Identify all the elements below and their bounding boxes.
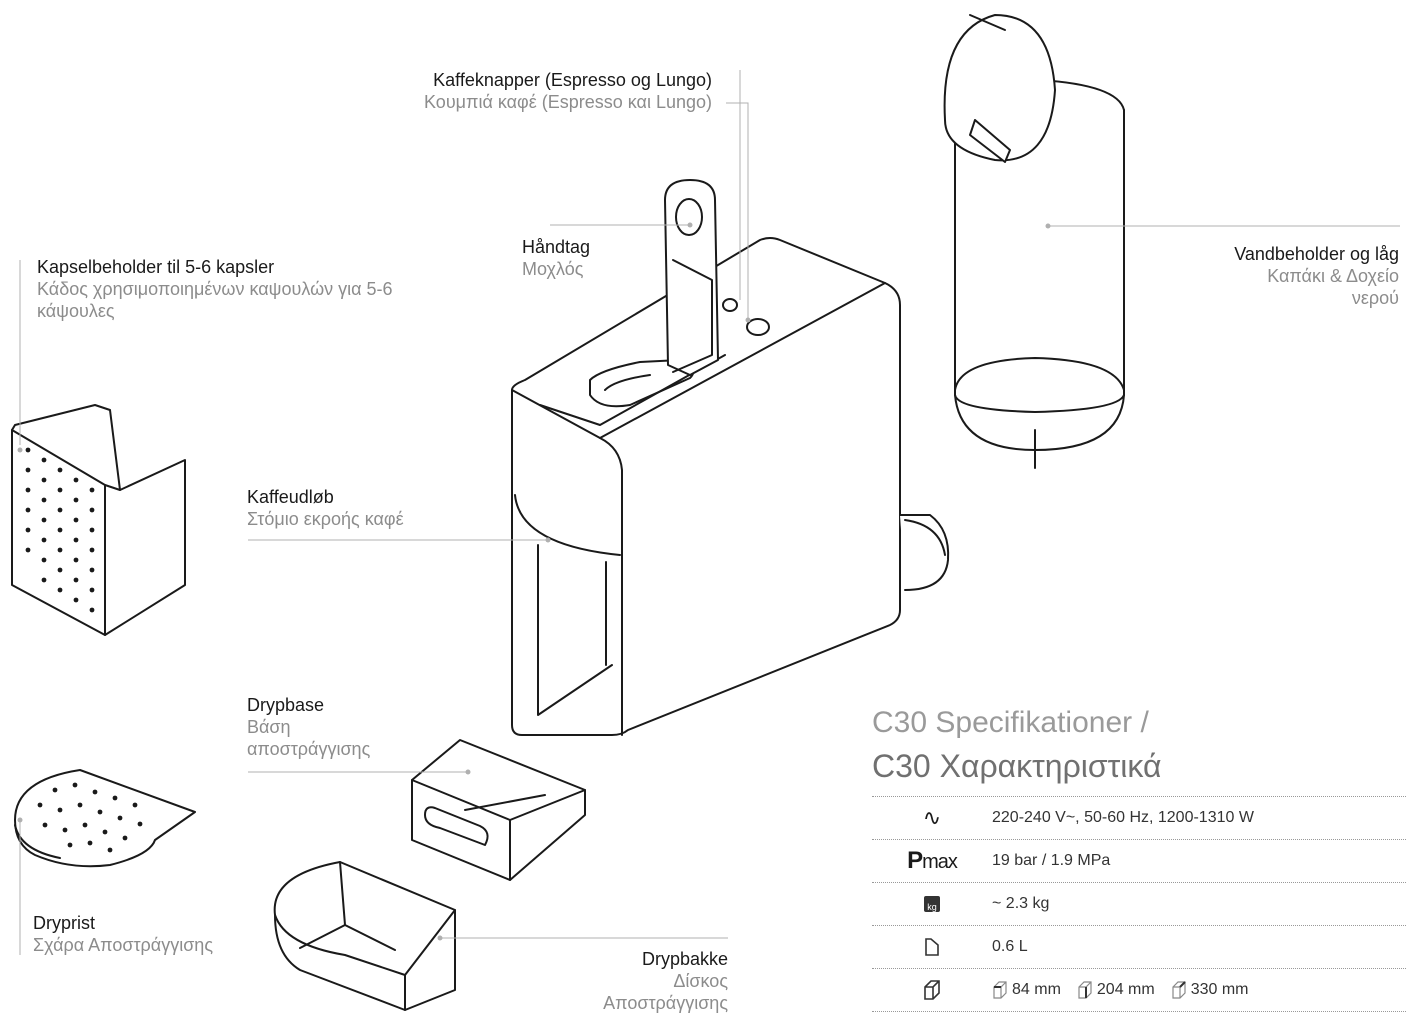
label-main: Dryprist xyxy=(33,913,95,933)
alternating-current-icon: ∿ xyxy=(922,805,942,830)
spec-row-capacity: 0.6 L xyxy=(872,925,1406,968)
water-tank-icon xyxy=(872,938,992,956)
label-sub: Δίσκος Αποστράγγισης xyxy=(603,971,728,1013)
spec-value: ~ 2.3 kg xyxy=(992,895,1050,912)
pressure-symbol: P xyxy=(907,847,923,874)
depth-icon xyxy=(1172,981,1186,999)
label-drip-base: Drypbase Βάση αποστράγγισης xyxy=(247,694,397,760)
label-main: Kaffeudløb xyxy=(247,487,334,507)
lever xyxy=(664,179,719,376)
label-main: Håndtag xyxy=(522,237,591,257)
machine-body xyxy=(511,237,901,736)
height-icon xyxy=(1078,981,1092,999)
label-sub: Στόμιο εκροής καφέ xyxy=(247,509,404,529)
dimensions-icon xyxy=(872,979,992,1001)
drip-base xyxy=(411,739,586,881)
drip-tray xyxy=(273,861,456,1011)
label-sub: Κουμπιά καφέ (Espresso και Lungo) xyxy=(424,92,712,112)
weight-symbol: kg xyxy=(924,896,940,912)
label-water-tank: Vandbeholder og låg Καπάκι & Δοχείο νερο… xyxy=(1179,243,1399,309)
label-coffee-outlet: Kaffeudløb Στόμιο εκροής καφέ xyxy=(247,486,404,530)
label-main: Kaffeknapper (Espresso og Lungo) xyxy=(433,70,712,90)
label-main: Drypbase xyxy=(247,695,325,715)
spec-row-dimensions: 84 mm 204 mm 330 mm xyxy=(872,968,1406,1012)
dim-depth: 330 mm xyxy=(1171,980,1249,1000)
spec-value: 19 bar / 1.9 MPa xyxy=(992,852,1111,869)
weight-icon: kg xyxy=(872,896,992,912)
drip-grid xyxy=(14,769,196,868)
label-sub: Σχάρα Αποστράγγισης xyxy=(33,935,213,955)
capsule-container xyxy=(11,404,186,636)
width-value: 84 mm xyxy=(1012,981,1061,998)
spec-row-power: ∿ 220-240 V~, 50-60 Hz, 1200-1310 W xyxy=(872,796,1406,839)
spec-value: 84 mm 204 mm 330 mm xyxy=(992,980,1265,1000)
label-drip-tray: Drypbakke Δίσκος Αποστράγγισης xyxy=(568,948,728,1014)
label-sub: Κάδος χρησιμοποιημένων καψουλών για 5-6 … xyxy=(37,279,393,321)
label-main: Vandbeholder og låg xyxy=(1234,244,1399,264)
spec-row-pressure: Pmax 19 bar / 1.9 MPa xyxy=(872,839,1406,882)
label-sub: Μοχλός xyxy=(522,259,584,279)
spec-value: 220-240 V~, 50-60 Hz, 1200-1310 W xyxy=(992,809,1254,826)
spec-row-weight: kg ~ 2.3 kg xyxy=(872,882,1406,925)
spec-title: C30 Specifikationer / xyxy=(872,706,1149,739)
label-sub: Βάση αποστράγγισης xyxy=(247,717,371,759)
pressure-symbol-sub: max xyxy=(922,851,958,873)
spec-table: ∿ 220-240 V~, 50-60 Hz, 1200-1310 W Pmax… xyxy=(872,796,1406,1012)
dim-height: 204 mm xyxy=(1077,980,1155,1000)
water-tank xyxy=(943,14,1125,469)
label-sub: Καπάκι & Δοχείο νερού xyxy=(1267,266,1399,308)
height-value: 204 mm xyxy=(1096,981,1155,998)
depth-value: 330 mm xyxy=(1190,981,1249,998)
label-coffee-buttons: Kaffeknapper (Espresso og Lungo) Κουμπιά… xyxy=(424,69,712,113)
label-lever: Håndtag Μοχλός xyxy=(522,236,590,280)
spec-value: 0.6 L xyxy=(992,938,1028,955)
label-drip-grid: Dryprist Σχάρα Αποστράγγισης xyxy=(33,912,213,956)
label-main: Kapselbeholder til 5-6 kapsler xyxy=(37,257,275,277)
label-capsule-container: Kapselbeholder til 5-6 kapsler Κάδος χρη… xyxy=(37,256,457,322)
label-main: Drypbakke xyxy=(641,949,728,969)
dim-width: 84 mm xyxy=(992,980,1061,1000)
spec-title-greek: C30 Χαρακτηριστικά xyxy=(872,748,1162,784)
pressure-icon: Pmax xyxy=(872,847,992,875)
width-icon xyxy=(993,981,1007,999)
